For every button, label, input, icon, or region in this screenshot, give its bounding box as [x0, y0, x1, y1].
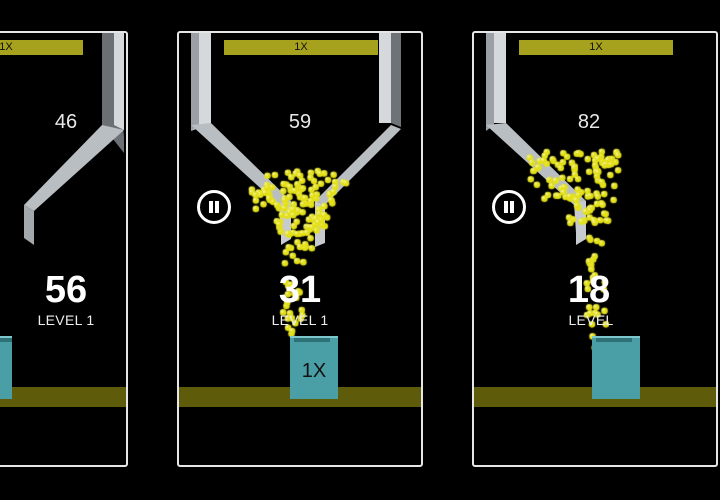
pause-button[interactable]	[492, 190, 526, 224]
score-counter: 31	[278, 269, 322, 311]
game-panel-1: 1X 46 56 LEVEL 1	[0, 31, 130, 469]
collection-cup: 1X	[290, 336, 338, 399]
score-counter: 56	[44, 269, 88, 311]
ground-floor	[0, 387, 126, 407]
game-panel-3: 1X 82 18 LEVEL	[472, 31, 720, 469]
balls-remaining: 59	[288, 111, 312, 133]
balls-remaining: 82	[577, 111, 601, 133]
balls-remaining: 46	[54, 111, 78, 133]
collection-cup	[592, 336, 640, 399]
level-label: LEVEL 1	[271, 312, 329, 328]
game-panel-2: 1X 59 31 LEVEL 1 1X	[177, 31, 425, 469]
pause-button[interactable]	[197, 190, 231, 224]
game-screenshot-strip: 1X 46 56 LEVEL 1 1X 59	[0, 31, 720, 469]
level-label: LEVEL 1	[37, 312, 95, 328]
collection-cup	[0, 336, 12, 399]
level-label: LEVEL	[568, 312, 614, 328]
score-counter: 18	[567, 269, 611, 311]
